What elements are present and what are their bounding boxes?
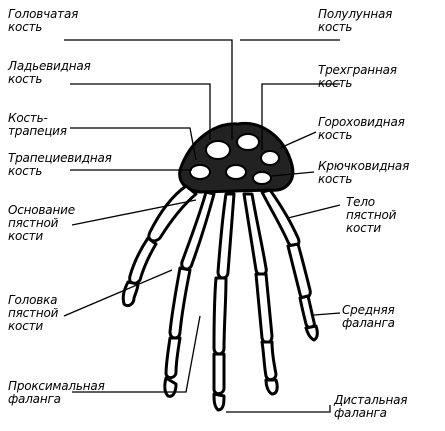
ring-distal-phalanx	[264, 378, 279, 396]
index-middle-phalanx	[164, 336, 182, 380]
label-proximal-phalanx-line1: Проксимальная	[8, 379, 105, 393]
carpal-bone-shape	[225, 164, 247, 180]
middle-middle-phalanx	[212, 352, 226, 396]
ring-metacarpal	[242, 192, 268, 277]
label-triquetrum: Трехгранная кость	[318, 64, 397, 90]
label-lunate-line1: Полулунная	[318, 7, 393, 21]
middle-distal-phalanx	[212, 392, 226, 412]
leader-line-metacarpal-head	[63, 269, 173, 317]
label-metacarpal-body: Тело пястной кости	[346, 196, 396, 235]
leader-line-triquetrum	[261, 83, 340, 150]
label-lunate: Полулунная кость	[318, 8, 392, 34]
label-trapezoid: Трапециевидная кость	[8, 152, 112, 178]
leader-line-hamate	[271, 171, 315, 177]
leader-line-metacarpal-body	[287, 204, 341, 219]
label-pisiform-line2: кость	[318, 128, 353, 142]
label-trapezium-line1: Кость-	[8, 111, 48, 125]
label-metacarpal-base-line1: Основание	[8, 203, 75, 217]
label-distal-phalanx: Дистальная фаланга	[334, 394, 407, 420]
little-proximal-phalanx	[286, 242, 312, 300]
label-distal-phalanx-line2: фаланга	[334, 406, 387, 420]
carpal-bone-shape	[260, 150, 280, 166]
middle-proximal-phalanx	[212, 276, 228, 356]
label-hamate: Крючковидная кость	[318, 160, 409, 186]
label-middle-phalanx-line1: Средняя	[342, 303, 395, 317]
label-capitate: Головчатая кость	[8, 8, 78, 34]
thumb-metacarpal	[147, 184, 198, 243]
index-distal-phalanx	[163, 376, 178, 398]
label-triquetrum-line1: Трехгранная	[318, 63, 397, 77]
ring-proximal-phalanx	[254, 272, 274, 345]
label-capitate-line2: кость	[8, 20, 43, 34]
label-metacarpal-head-line1: Головка	[8, 293, 58, 307]
carpal-bone-shape	[189, 164, 211, 180]
leader-line-distal-phalanx	[226, 405, 331, 413]
carpal-bone-shape	[236, 133, 260, 151]
label-hamate-line2: кость	[318, 172, 353, 186]
leader-lines	[63, 39, 341, 413]
label-triquetrum-line2: кость	[318, 76, 353, 90]
label-pisiform-line1: Гороховидная	[318, 115, 405, 129]
leader-line-pisiform	[279, 131, 317, 149]
label-trapezoid-line1: Трапециевидная	[8, 151, 112, 165]
label-metacarpal-base: Основание пястной кости	[8, 204, 75, 243]
label-capitate-line1: Головчатая	[8, 7, 79, 21]
little-middle-phalanx	[298, 294, 316, 330]
label-metacarpal-base-line2: пястной	[8, 216, 59, 230]
leader-line-metacarpal-base	[71, 199, 197, 226]
leader-line-proximal-phalanx	[72, 315, 201, 393]
label-metacarpal-head-line3: кости	[8, 319, 43, 333]
label-middle-phalanx-line2: фаланга	[342, 316, 395, 330]
label-proximal-phalanx-line2: фаланга	[8, 392, 61, 406]
label-middle-phalanx: Средняя фаланга	[342, 304, 395, 330]
thumb-proximal-phalanx	[128, 236, 158, 285]
label-proximal-phalanx: Проксимальная фаланга	[8, 380, 105, 406]
label-trapezoid-line2: кость	[8, 164, 43, 178]
hand-skeleton-illustration	[121, 121, 319, 412]
carpal-bone-shape	[252, 171, 272, 185]
label-distal-phalanx-line1: Дистальная	[334, 393, 408, 407]
label-scaphoid-line2: кость	[8, 72, 43, 86]
label-metacarpal-body-line1: Тело	[346, 195, 375, 209]
label-hamate-line1: Крючковидная	[318, 159, 410, 173]
leader-line-scaphoid	[70, 83, 211, 140]
leader-line-capitate	[64, 39, 233, 140]
middle-metacarpal	[216, 192, 236, 280]
leader-line-middle-phalanx	[313, 312, 341, 316]
index-proximal-phalanx	[168, 266, 192, 340]
little-metacarpal	[260, 188, 301, 248]
label-metacarpal-body-line3: кости	[346, 221, 381, 235]
little-distal-phalanx	[304, 324, 319, 342]
label-pisiform: Гороховидная кость	[318, 116, 405, 142]
label-metacarpal-body-line2: пястной	[346, 208, 397, 222]
leader-line-trapezium	[70, 127, 197, 161]
label-scaphoid-line1: Ладьевидная	[8, 59, 91, 73]
thumb-distal-phalanx	[121, 280, 140, 308]
label-metacarpal-head: Головка пястной кости	[8, 294, 58, 333]
ring-middle-phalanx	[260, 340, 278, 382]
label-trapezium-line2: трапеция	[8, 124, 67, 138]
label-scaphoid: Ладьевидная кость	[8, 60, 91, 86]
label-trapezium: Кость- трапеция	[8, 112, 67, 138]
label-lunate-line2: кость	[318, 20, 353, 34]
carpal-bone-shape	[205, 140, 231, 160]
label-metacarpal-base-line3: кости	[8, 229, 43, 243]
label-metacarpal-head-line2: пястной	[8, 306, 59, 320]
